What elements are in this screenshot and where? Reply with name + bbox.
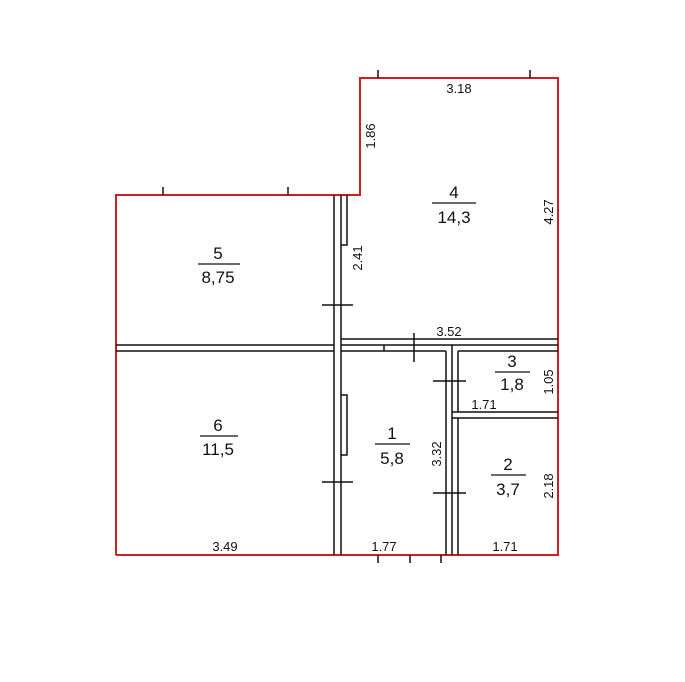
door-markers: [322, 304, 466, 494]
room-area: 3,7: [496, 480, 520, 499]
room-label-5: 5 8,75: [198, 244, 240, 287]
room-label-2: 2 3,7: [491, 455, 526, 499]
dim-room3-height: 1.05: [541, 369, 556, 394]
dim-room1-depth: 3.32: [429, 441, 444, 466]
dimension-labels: 3.18 1.86 4.27 2.41 3.52 1.05 1.71 3.32 …: [212, 81, 556, 554]
dim-room3-width: 1.71: [471, 397, 496, 412]
room-label-6: 6 11,5: [200, 416, 238, 459]
room-label-4: 4 14,3: [432, 183, 476, 227]
room-label-1: 1 5,8: [375, 424, 410, 468]
dim-room5-wall: 2.41: [350, 245, 365, 270]
room-area: 5,8: [380, 449, 404, 468]
dim-upper-step: 1.86: [363, 123, 378, 148]
room-area: 14,3: [437, 208, 470, 227]
dim-room4-height: 4.27: [541, 199, 556, 224]
room-number: 6: [213, 416, 222, 435]
dim-bottom-room6: 3.49: [212, 539, 237, 554]
outline-ticks: [162, 70, 531, 563]
room-number: 5: [213, 244, 222, 263]
dim-top-width: 3.18: [446, 81, 471, 96]
exterior-outline: [115, 77, 559, 556]
dim-bottom-room1: 1.77: [371, 539, 396, 554]
room-label-3: 3 1,8: [495, 352, 530, 394]
interior-walls: [116, 195, 558, 555]
dim-bottom-room2: 1.71: [492, 539, 517, 554]
room-area: 11,5: [202, 440, 234, 459]
room-number: 3: [507, 352, 516, 371]
dim-room2-height: 2.18: [541, 473, 556, 498]
dim-corridor-width: 3.52: [436, 324, 461, 339]
room-area: 1,8: [500, 375, 524, 394]
room-number: 2: [503, 455, 512, 474]
room-number: 4: [449, 183, 458, 202]
room-number: 1: [387, 424, 396, 443]
room-area: 8,75: [201, 268, 234, 287]
